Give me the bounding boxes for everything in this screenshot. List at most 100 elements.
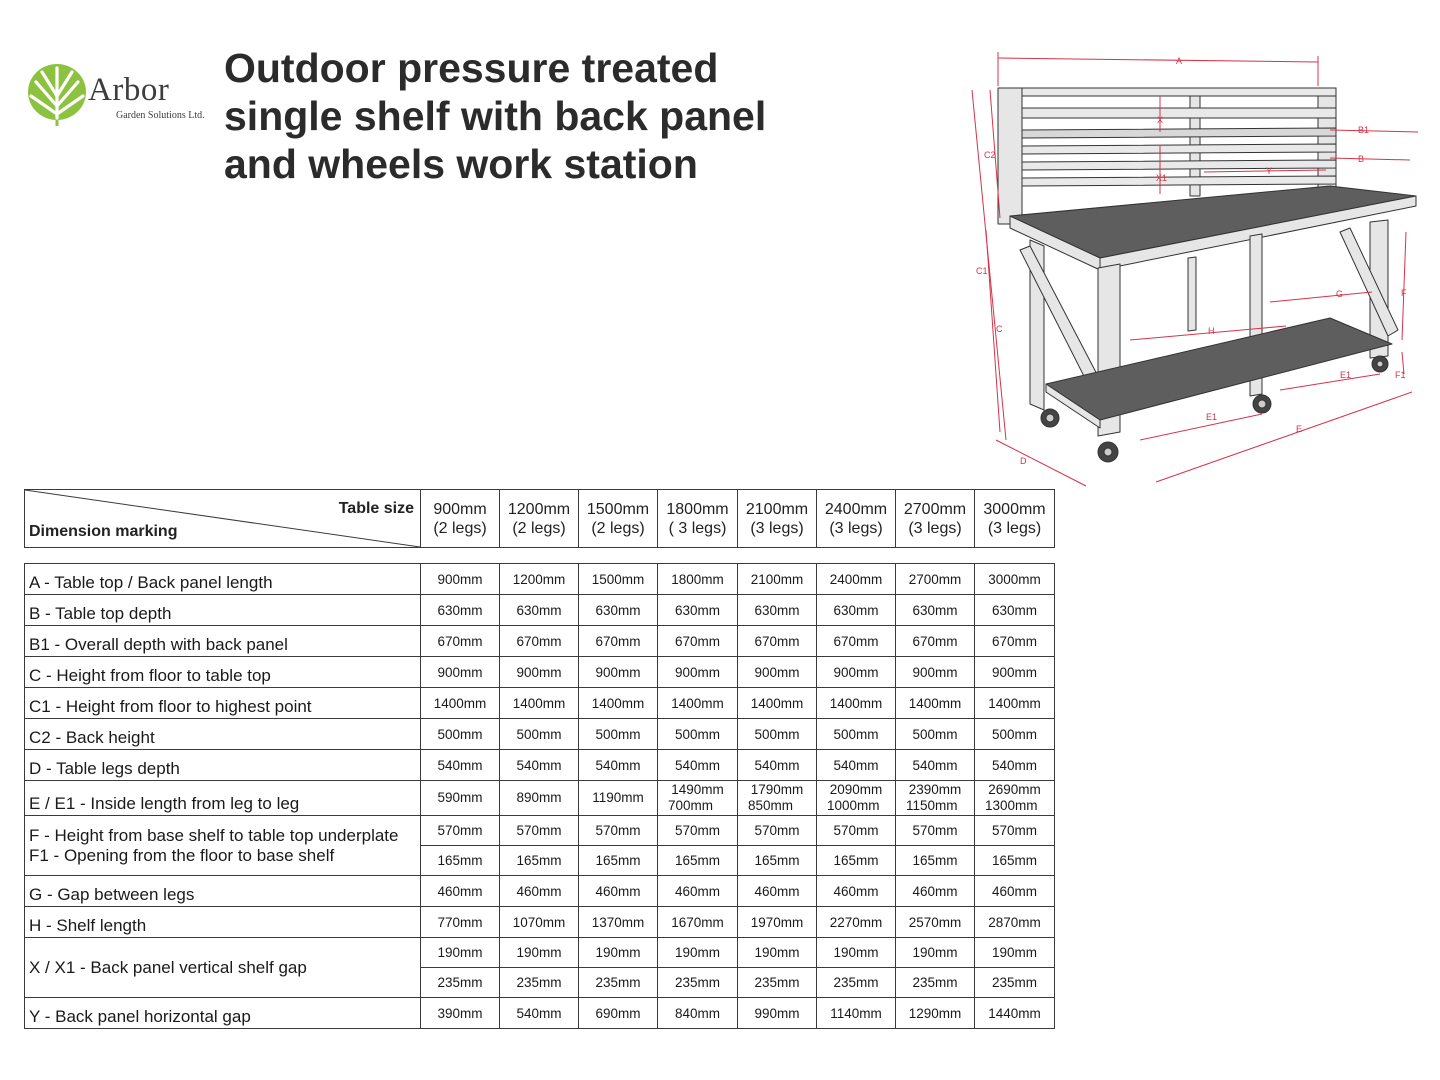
value-cell: 190mm xyxy=(816,937,896,968)
value-cell: 570mm xyxy=(895,815,975,846)
dim-label-c: C xyxy=(996,324,1003,334)
size-header: 1800mm( 3 legs) xyxy=(657,489,738,548)
dimension-table: Table size Dimension marking 900mm(2 leg… xyxy=(24,489,1055,1029)
table-row: F - Height from base shelf to table top … xyxy=(24,815,1055,876)
row-label-line: F - Height from base shelf to table top … xyxy=(29,825,399,845)
row-label-line: F1 - Opening from the floor to base shel… xyxy=(29,845,335,865)
value-cell: 2870mm xyxy=(974,906,1055,938)
value-cell: 540mm xyxy=(895,749,975,781)
page-title: Outdoor pressure treated single shelf wi… xyxy=(224,44,864,188)
value-cell: 500mm xyxy=(816,718,896,750)
value-cell: 540mm xyxy=(499,997,579,1029)
dim-label-f1: F1 xyxy=(1395,370,1406,380)
row-label: Y - Back panel horizontal gap xyxy=(24,997,421,1029)
value-cell: 690mm xyxy=(578,997,658,1029)
value-cell: 3000mm xyxy=(974,563,1055,595)
value-cell: 1400mm xyxy=(578,687,658,719)
value-secondary: 1300mm xyxy=(985,798,1038,813)
value-cell: 540mm xyxy=(499,749,579,781)
value-cell: 500mm xyxy=(895,718,975,750)
value-cell: 1190mm xyxy=(578,780,658,816)
value-cell: 1500mm xyxy=(578,563,658,595)
value-cell: 630mm xyxy=(420,594,500,626)
row-label: F - Height from base shelf to table top … xyxy=(24,815,421,876)
value-cell: 190mm xyxy=(578,937,658,968)
value-cell: 630mm xyxy=(499,594,579,626)
value-cell: 2100mm xyxy=(737,563,817,595)
value-cell: 630mm xyxy=(578,594,658,626)
size-header: 2700mm(3 legs) xyxy=(895,489,975,548)
value-cell: 1290mm xyxy=(895,997,975,1029)
value-cell: 570mm xyxy=(657,815,738,846)
value-cell: 540mm xyxy=(737,749,817,781)
table-header-row: Table size Dimension marking 900mm(2 leg… xyxy=(24,489,1055,548)
value-cell: 2700mm xyxy=(895,563,975,595)
row-label: E / E1 - Inside length from leg to leg xyxy=(24,780,421,816)
value-cell: 1200mm xyxy=(499,563,579,595)
value-cell: 840mm xyxy=(657,997,738,1029)
value-cell: 235mm xyxy=(657,967,738,998)
value-cell: 235mm xyxy=(578,967,658,998)
value-cell: 590mm xyxy=(420,780,500,816)
row-label: C - Height from floor to table top xyxy=(24,656,421,688)
value-cell: 190mm xyxy=(420,937,500,968)
value-cell: 670mm xyxy=(578,625,658,657)
value-cell: 165mm xyxy=(895,845,975,876)
value-cell: 670mm xyxy=(974,625,1055,657)
size-header: 1200mm(2 legs) xyxy=(499,489,579,548)
value-cell: 570mm xyxy=(974,815,1055,846)
value-cell: 670mm xyxy=(816,625,896,657)
value-cell: 570mm xyxy=(578,815,658,846)
value-cell: 900mm xyxy=(974,656,1055,688)
dim-label-x: X xyxy=(1157,115,1163,125)
row-label: B - Table top depth xyxy=(24,594,421,626)
size-header: 900mm(2 legs) xyxy=(420,489,500,548)
dim-label-f: F xyxy=(1401,288,1407,298)
value-cell: 235mm xyxy=(816,967,896,998)
value-cell: 190mm xyxy=(499,937,579,968)
value-cell: 500mm xyxy=(420,718,500,750)
row-label: X / X1 - Back panel vertical shelf gap xyxy=(24,937,421,998)
title-line: Outdoor pressure treated xyxy=(224,45,719,91)
value-cell: 2400mm xyxy=(816,563,896,595)
table-size-heading: Table size xyxy=(338,500,414,517)
value-cell: 1800mm xyxy=(657,563,738,595)
value-cell: 540mm xyxy=(578,749,658,781)
value-cell: 165mm xyxy=(420,845,500,876)
dim-label-e1a: E1 xyxy=(1340,370,1351,380)
value-secondary: 850mm xyxy=(748,798,794,813)
value-cell: 570mm xyxy=(499,815,579,846)
value-cell: 460mm xyxy=(816,875,896,907)
value-cell: 190mm xyxy=(737,937,817,968)
dim-label-e: E xyxy=(1296,424,1302,434)
size-header: 3000mm(3 legs) xyxy=(974,489,1055,548)
value-cell: 540mm xyxy=(974,749,1055,781)
value-cell: 460mm xyxy=(657,875,738,907)
dim-label-d: D xyxy=(1020,456,1027,466)
value-secondary: 1000mm xyxy=(827,798,880,813)
brand-name: Arbor xyxy=(88,72,170,108)
size-header: 2100mm(3 legs) xyxy=(737,489,817,548)
dim-label-x1: X1 xyxy=(1156,173,1167,183)
value-cell: 1400mm xyxy=(895,687,975,719)
value-primary: 2390mm xyxy=(908,782,962,797)
value-cell: 890mm xyxy=(499,780,579,816)
value-cell: 1970mm xyxy=(737,906,817,938)
row-label: A - Table top / Back panel length xyxy=(24,563,421,595)
value-cell: 1400mm xyxy=(737,687,817,719)
value-cell: 460mm xyxy=(895,875,975,907)
row-label: H - Shelf length xyxy=(24,906,421,938)
value-primary: 2690mm xyxy=(988,782,1041,797)
value-cell: 1400mm xyxy=(974,687,1055,719)
value-cell: 500mm xyxy=(657,718,738,750)
value-cell: 165mm xyxy=(657,845,738,876)
